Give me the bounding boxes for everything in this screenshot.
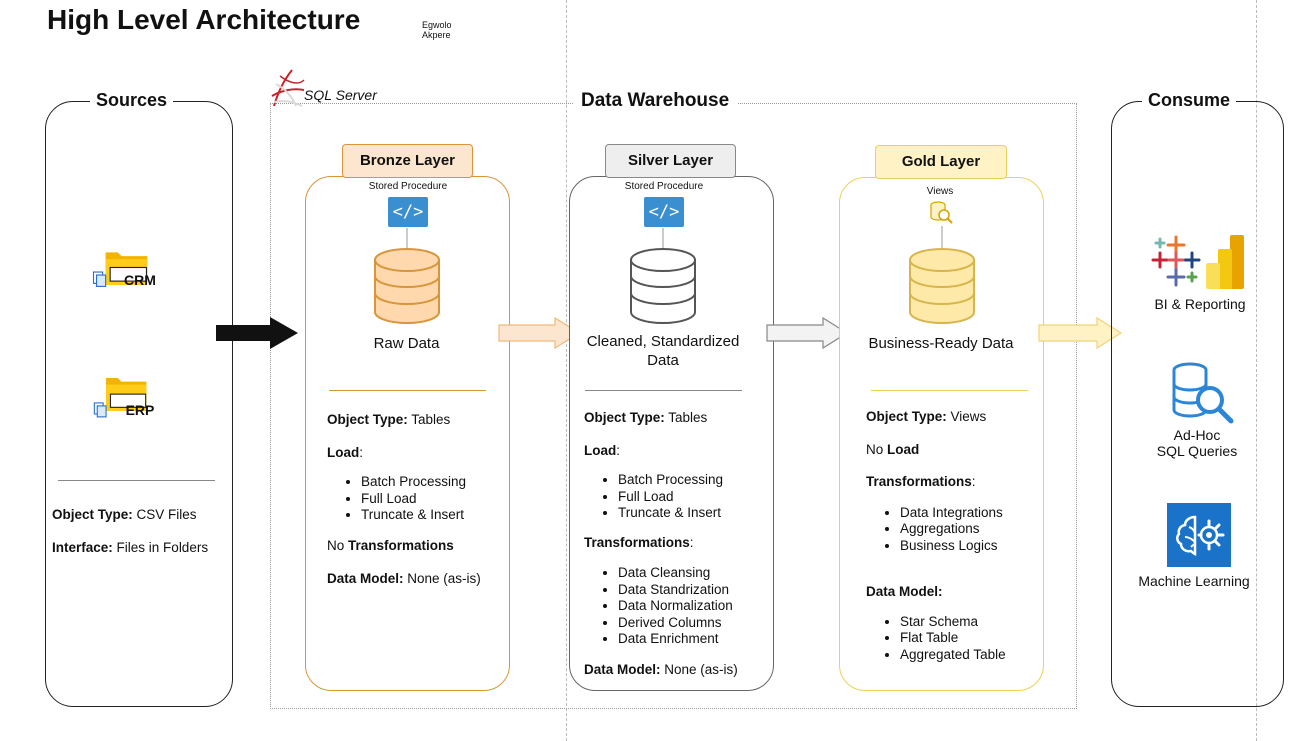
gold-divider xyxy=(871,390,1028,391)
erp-folder-icon xyxy=(93,378,147,418)
database-icon xyxy=(630,228,696,324)
list-item: Data Integrations xyxy=(900,505,1041,522)
stored-procedure-icon: </> xyxy=(388,197,428,227)
list-item: Flat Table xyxy=(900,630,1041,647)
list-item: Data Standrization xyxy=(618,582,766,599)
list-item: Aggregated Table xyxy=(900,647,1041,664)
gold-layer-title: Gold Layer xyxy=(875,145,1007,179)
ad-hoc-sql-icon xyxy=(1172,362,1234,424)
arrow-gold-to-consume-icon xyxy=(1038,316,1123,350)
list-item: Data Enrichment xyxy=(618,631,766,648)
list-item: Truncate & Insert xyxy=(361,507,502,524)
ad-hoc-sql-label: Ad-Hoc SQL Queries xyxy=(1156,427,1238,459)
gold-caption: Business-Ready Data xyxy=(868,335,1014,352)
list-item: Star Schema xyxy=(900,614,1041,631)
silver-process-label: Stored Procedure xyxy=(624,181,704,192)
page-divider xyxy=(566,0,567,741)
list-item: Data Normalization xyxy=(618,598,766,615)
silver-divider xyxy=(585,390,742,391)
author-name: Egwolo Akpere xyxy=(422,20,452,40)
erp-label: ERP xyxy=(125,402,155,418)
arrow-sources-to-bronze-icon xyxy=(216,317,298,349)
gold-process-label: Views xyxy=(926,186,954,197)
list-item: Full Load xyxy=(618,489,766,506)
silver-info: Object Type: Tables Load: Batch Processi… xyxy=(584,410,766,678)
gold-info: Object Type: Views No Load Transformatio… xyxy=(866,409,1041,663)
database-icon xyxy=(374,228,440,324)
data-warehouse-title: Data Warehouse xyxy=(573,90,738,112)
arrow-silver-to-gold-icon xyxy=(766,316,849,350)
crm-label: CRM xyxy=(124,272,156,288)
bronze-divider xyxy=(329,390,486,391)
crm-folder-icon xyxy=(92,252,148,287)
bi-reporting-label: BI & Reporting xyxy=(1154,296,1246,312)
consume-title: Consume xyxy=(1142,90,1237,111)
list-item: Batch Processing xyxy=(618,472,766,489)
sources-info: Object Type: CSV Files Interface: Files … xyxy=(52,507,209,555)
bi-reporting-icon xyxy=(1151,235,1244,289)
sql-server-label: SQL Server xyxy=(304,87,377,103)
database-icon xyxy=(909,226,975,324)
list-item: Data Cleansing xyxy=(618,565,766,582)
stored-procedure-icon: </> xyxy=(644,197,684,227)
list-item: Aggregations xyxy=(900,521,1041,538)
list-item: Derived Columns xyxy=(618,615,766,632)
sources-divider xyxy=(58,480,215,481)
list-item: Batch Processing xyxy=(361,474,502,491)
silver-caption: Cleaned, Standardized Data xyxy=(586,333,740,369)
machine-learning-icon xyxy=(1167,503,1231,567)
bronze-layer-title: Bronze Layer xyxy=(342,144,473,178)
list-item: Truncate & Insert xyxy=(618,505,766,522)
sources-title: Sources xyxy=(90,90,174,111)
bronze-info: Object Type: Tables Load: Batch Processi… xyxy=(327,412,502,588)
page-divider xyxy=(1256,0,1257,741)
machine-learning-label: Machine Learning xyxy=(1138,573,1250,589)
page-title: High Level Architecture xyxy=(47,4,361,35)
sql-server-icon xyxy=(271,69,305,107)
list-item: Business Logics xyxy=(900,538,1041,555)
views-icon xyxy=(930,201,953,224)
silver-layer-title: Silver Layer xyxy=(605,144,736,178)
arrow-bronze-to-silver-icon xyxy=(498,316,581,350)
bronze-process-label: Stored Procedure xyxy=(368,181,448,192)
list-item: Full Load xyxy=(361,491,502,508)
bronze-caption: Raw Data xyxy=(373,335,440,352)
